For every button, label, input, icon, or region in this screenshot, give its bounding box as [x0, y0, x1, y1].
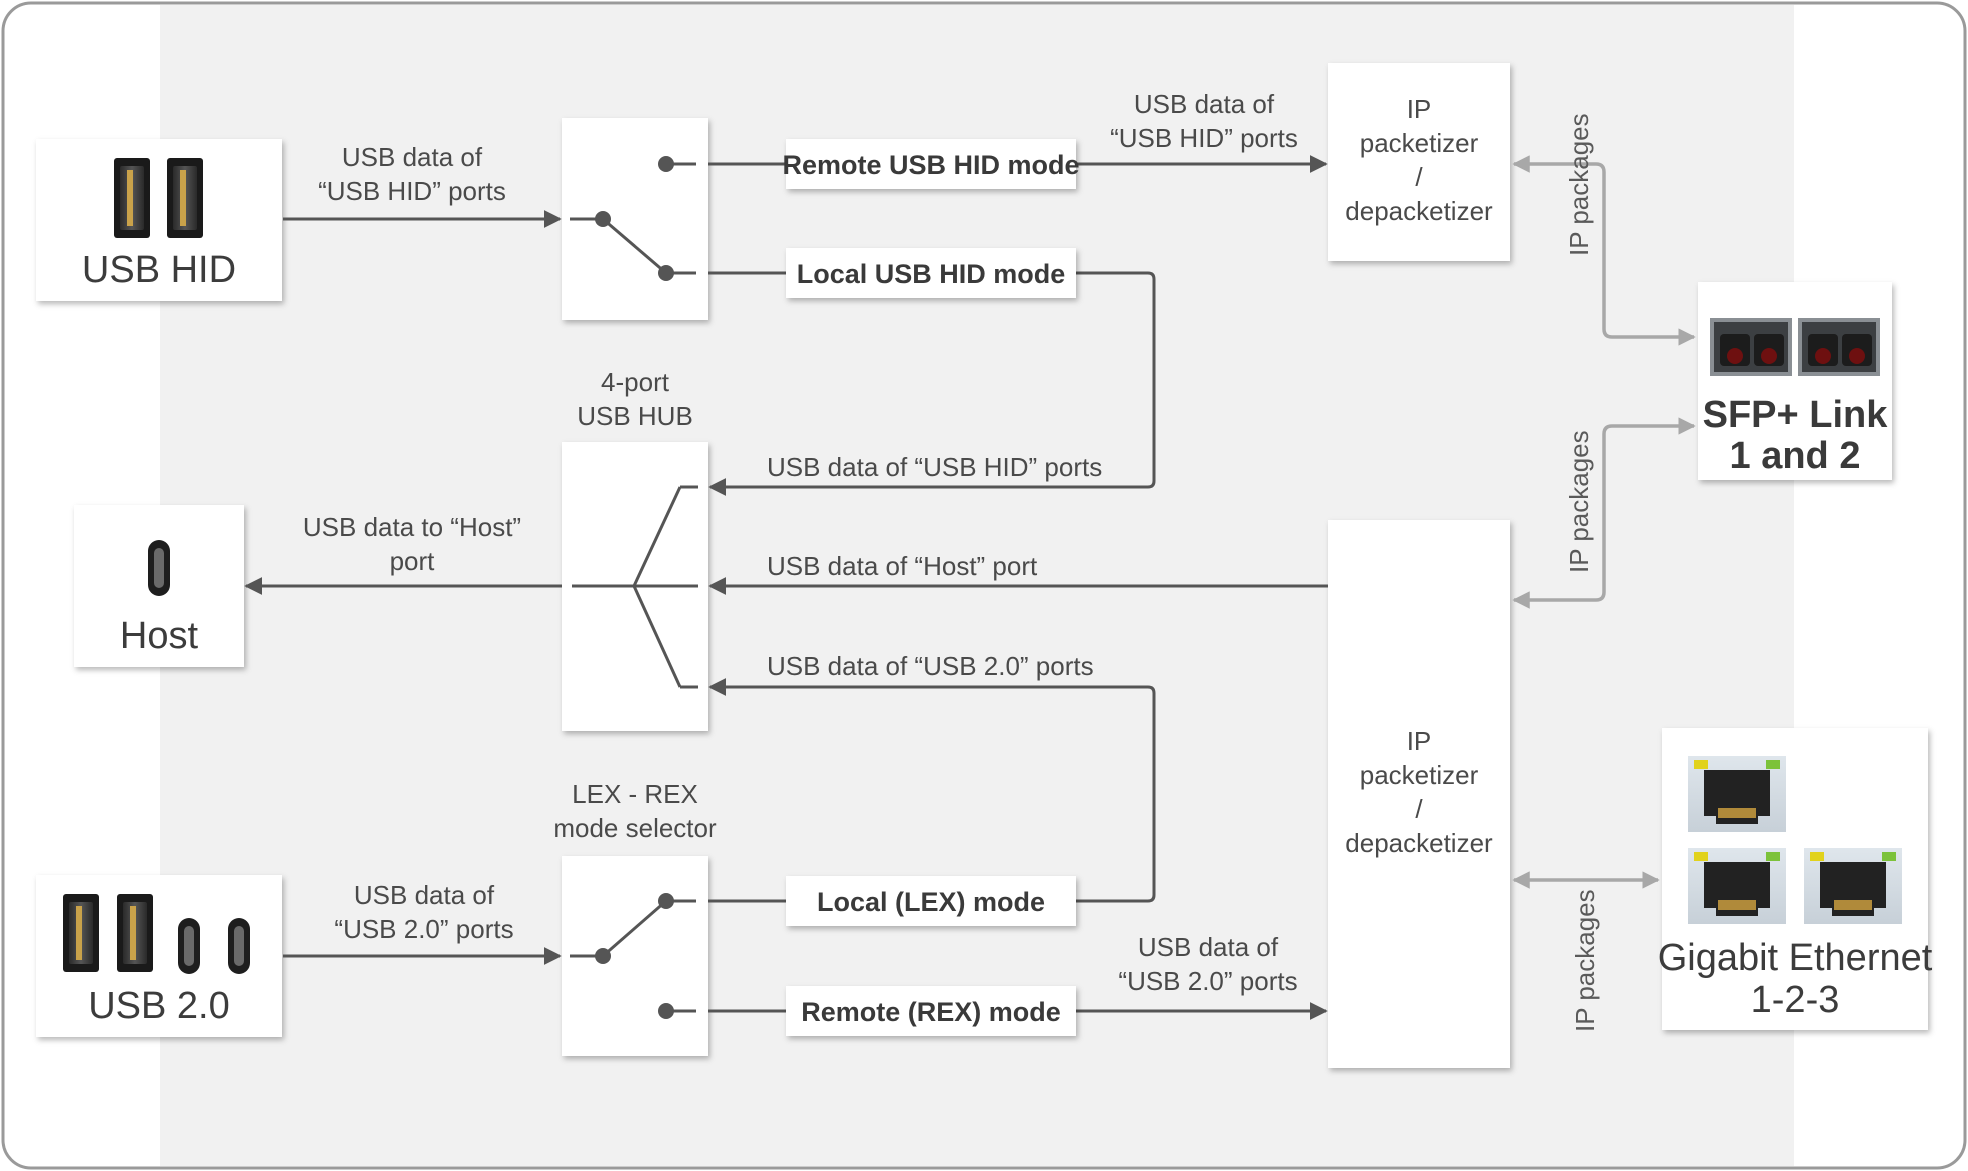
sfp-module-icon — [1710, 318, 1792, 376]
ip-link-top-connector — [1512, 155, 1696, 346]
local-usb-hid-mode-box: Local USB HID mode — [786, 248, 1076, 298]
usb-a-port-icon — [63, 894, 99, 972]
ip-packages-label-mid: IP packages — [1564, 430, 1594, 573]
gbe-label-line1: Gigabit Ethernet — [1658, 937, 1933, 979]
remote-usb-hid-mode-box: Remote USB HID mode — [782, 139, 1080, 189]
to-host-label-line1: USB data to “Host” — [303, 512, 521, 542]
usb20-in-label-line1: USB data of — [354, 880, 495, 910]
ip-packages-label-top: IP packages — [1564, 113, 1594, 256]
hid-remote-label-line2: “USB HID” ports — [1110, 123, 1298, 153]
remote-rex-mode-box: Remote (REX) mode — [786, 986, 1076, 1036]
rj45-port-icon — [1804, 848, 1902, 924]
ip-packages-label-bottom: IP packages — [1570, 889, 1600, 1032]
host-device: Host — [74, 505, 244, 667]
local-hid-to-hub-arrow — [708, 271, 1156, 496]
ip-packetizer-bottom: IP packetizer / depacketizer — [1328, 520, 1510, 1068]
hub-label-line1: 4-port — [601, 367, 670, 397]
svg-text:Remote USB HID mode: Remote USB HID mode — [782, 150, 1079, 180]
svg-text:depacketizer: depacketizer — [1345, 828, 1493, 858]
usb20-label: USB 2.0 — [88, 985, 230, 1027]
usb-a-port-icon — [167, 158, 203, 238]
selector-label-line2: mode selector — [553, 813, 717, 843]
ip-packetizer-top: IP packetizer / depacketizer — [1328, 63, 1510, 261]
svg-text:IP: IP — [1407, 726, 1432, 756]
local-lex-to-hub-arrow — [708, 678, 1156, 903]
sfp-device: SFP+ Link 1 and 2 — [1698, 282, 1892, 480]
hid-to-hub-label: USB data of “USB HID” ports — [767, 452, 1102, 482]
svg-text:packetizer: packetizer — [1360, 128, 1479, 158]
usb-a-port-icon — [117, 894, 153, 972]
svg-text:packetizer: packetizer — [1360, 760, 1479, 790]
hub-label-line2: USB HUB — [577, 401, 693, 431]
rj45-port-icon — [1688, 848, 1786, 924]
hid-in-label-line1: USB data of — [342, 142, 483, 172]
svg-text:Remote (REX) mode: Remote (REX) mode — [801, 997, 1061, 1027]
usb-hub: 4-port USB HUB — [562, 367, 708, 731]
usb20-remote-label-line2: “USB 2.0” ports — [1118, 966, 1297, 996]
usb-c-port-icon — [178, 918, 200, 974]
sfp-module-icon — [1798, 318, 1880, 376]
usb-a-port-icon — [114, 158, 150, 238]
hid-mode-switch — [562, 118, 708, 320]
gbe-label-line2: 1-2-3 — [1751, 979, 1840, 1021]
usb-c-port-icon — [148, 540, 170, 596]
sfp-label-line2: 1 and 2 — [1730, 435, 1861, 477]
hid-in-label-line2: “USB HID” ports — [318, 176, 506, 206]
host-to-hub-label: USB data of “Host” port — [767, 551, 1038, 581]
usb20-device: USB 2.0 — [36, 875, 282, 1037]
svg-text:Local (LEX) mode: Local (LEX) mode — [817, 887, 1045, 917]
usb20-to-hub-label: USB data of “USB 2.0” ports — [767, 651, 1094, 681]
svg-text:/: / — [1415, 794, 1423, 824]
host-label: Host — [120, 615, 199, 657]
selector-label-line1: LEX - REX — [572, 779, 698, 809]
usb-hid-label: USB HID — [82, 249, 236, 291]
local-lex-mode-box: Local (LEX) mode — [786, 876, 1076, 926]
svg-text:IP: IP — [1407, 94, 1432, 124]
hid-remote-label-line1: USB data of — [1134, 89, 1275, 119]
usb-c-port-icon — [228, 918, 250, 974]
svg-text:Local USB HID mode: Local USB HID mode — [797, 259, 1066, 289]
usb20-in-label-line2: “USB 2.0” ports — [334, 914, 513, 944]
usb-hid-device: USB HID — [36, 139, 282, 301]
svg-text:depacketizer: depacketizer — [1345, 196, 1493, 226]
to-host-label-line2: port — [390, 546, 436, 576]
svg-text:/: / — [1415, 162, 1423, 192]
sfp-label-line1: SFP+ Link — [1703, 394, 1889, 436]
usb20-remote-label-line1: USB data of — [1138, 932, 1279, 962]
ip-link-mid-connector — [1512, 417, 1696, 609]
lex-rex-mode-selector: LEX - REX mode selector — [553, 779, 717, 1056]
gigabit-ethernet-device: Gigabit Ethernet 1-2-3 — [1658, 728, 1933, 1030]
rj45-port-icon — [1688, 756, 1786, 832]
